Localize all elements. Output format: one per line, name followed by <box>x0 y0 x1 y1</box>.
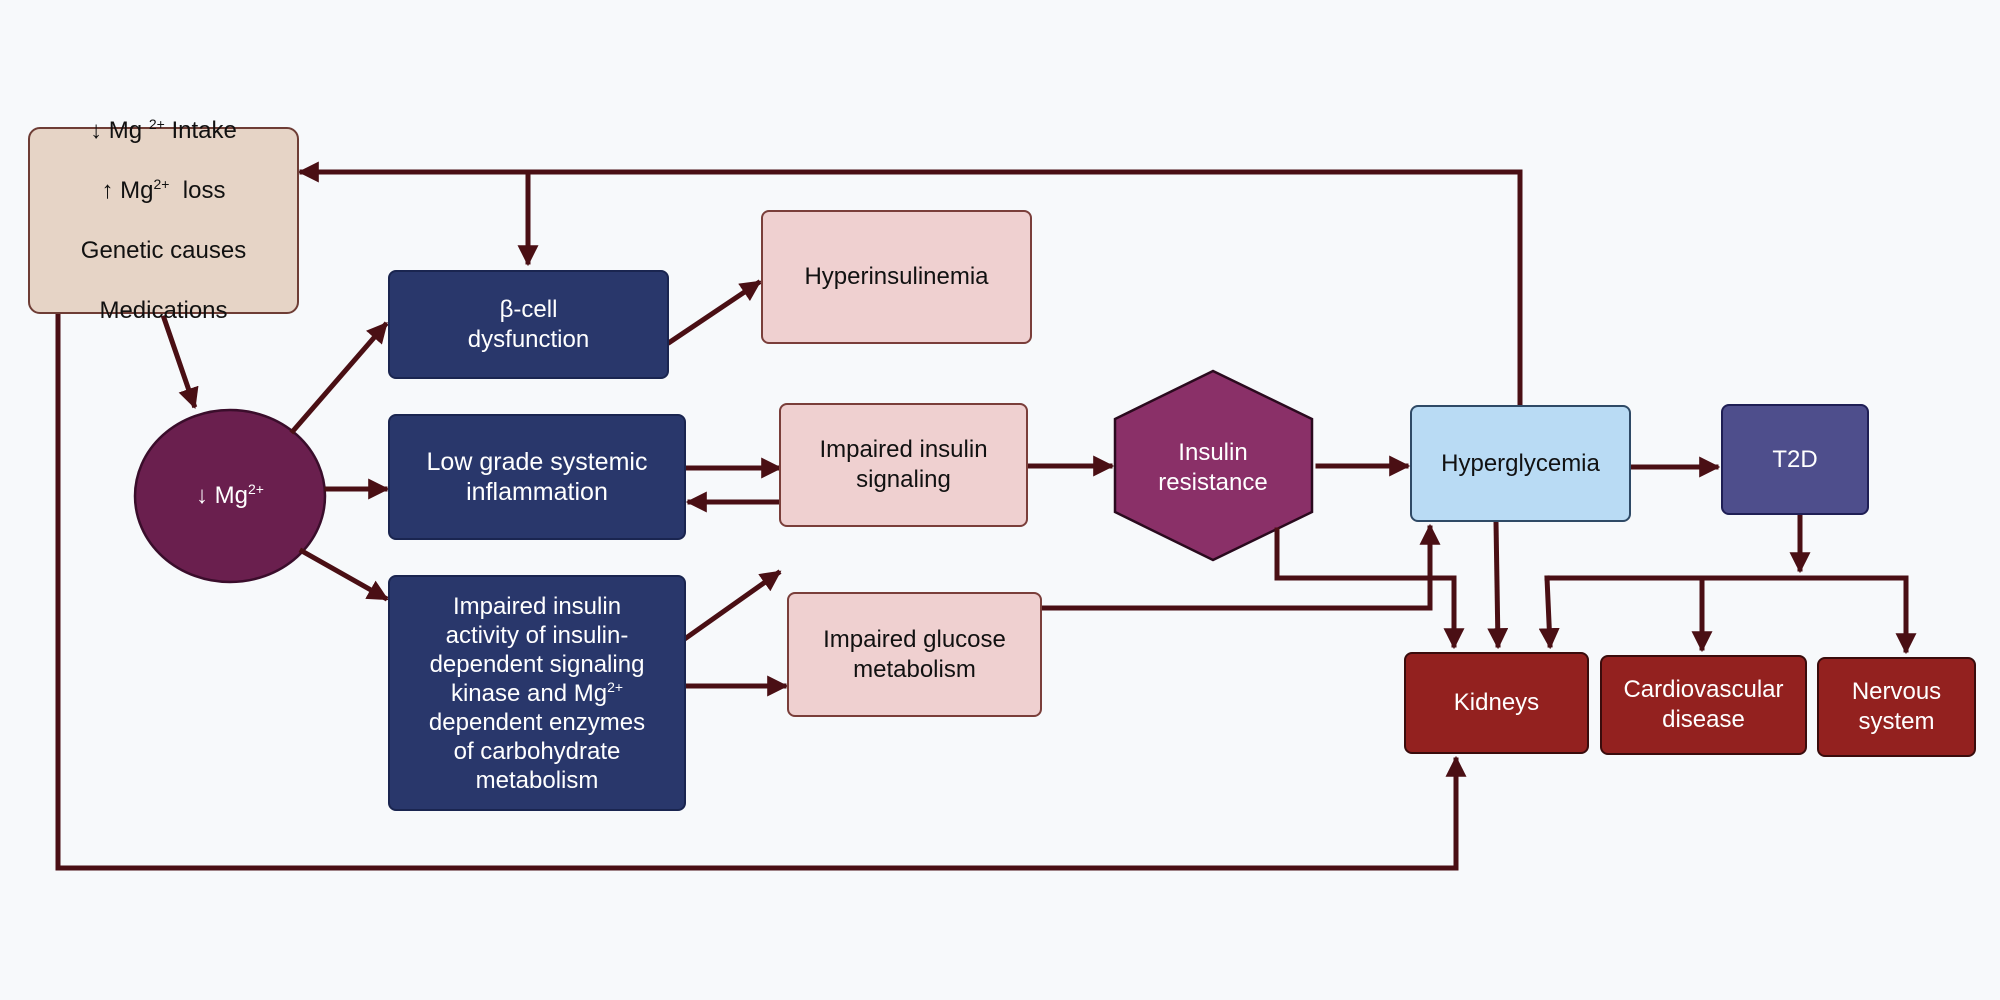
arrow-mg-to-beta-cell <box>289 321 389 435</box>
hyperinsulinemia-label: Hyperinsulinemia <box>804 263 989 290</box>
arrow-hyperglycemia-to-kidneys <box>1487 519 1509 650</box>
arrow-activity-to-signaling <box>682 569 782 642</box>
t2d-label: T2D <box>1772 445 1818 473</box>
kidneys-label: Kidneys <box>1453 689 1540 716</box>
impaired-activity-label: Impaired insulin activity of insulin- de… <box>428 592 646 794</box>
arrow-glucose-to-hyperglycemia <box>1039 523 1441 611</box>
arrow-beta-cell-to-hyperinsulinemia <box>666 279 762 346</box>
causes-line-intake: ↓ Mg 2+ Intake <box>90 115 237 144</box>
mg-circle-shape <box>133 408 327 584</box>
arrow-hyperglycemia-to-causes <box>297 161 1523 407</box>
arrow-bus-to-kidneys <box>1538 575 1560 650</box>
arrow-resistance-to-kidneys <box>1274 527 1465 650</box>
arrow-mg-to-impaired-activity <box>298 547 389 602</box>
insulin-resistance-label: Insulin resistance <box>1158 439 1268 496</box>
inflammation-box: Low grade systemic inflammation <box>388 414 686 540</box>
causes-text: ↓ Mg 2+ Intake ↑ Mg2+ loss Genetic cause… <box>81 86 246 356</box>
impaired-activity-box: Impaired insulin activity of insulin- de… <box>388 575 686 811</box>
impaired-glucose-label: Impaired glucose metabolism <box>823 625 1006 683</box>
arrow-causes-to-kidneys <box>55 312 1467 871</box>
beta-cell-box: β-cell dysfunction <box>388 270 669 379</box>
cardiovascular-box: Cardiovascular disease <box>1600 655 1807 755</box>
mg-label-text: ↓ Mg2+ <box>196 481 264 509</box>
causes-line-loss: ↑ Mg2+ loss <box>101 175 226 204</box>
hyperinsulinemia-box: Hyperinsulinemia <box>761 210 1032 344</box>
impaired-signaling-box: Impaired insulin signaling <box>779 403 1028 527</box>
nervous-label: Nervous system <box>1851 678 1942 735</box>
beta-cell-label: β-cell dysfunction <box>467 295 590 353</box>
mg-circle-label: ↓ Mg2+ <box>140 460 320 532</box>
cardiovascular-label: Cardiovascular disease <box>1623 676 1784 733</box>
insulin-resistance-hexagon <box>1113 369 1314 562</box>
causes-line-genetic: Genetic causes <box>80 236 247 264</box>
arrow-causes-to-mg <box>160 314 199 409</box>
nervous-box: Nervous system <box>1817 657 1976 757</box>
hyperglycemia-label: Hyperglycemia <box>1441 449 1600 477</box>
kidneys-box: Kidneys <box>1404 652 1589 754</box>
causes-line-medications: Medications <box>99 296 228 324</box>
inflammation-label: Low grade systemic inflammation <box>426 448 648 506</box>
impaired-signaling-label: Impaired insulin signaling <box>819 436 988 493</box>
t2d-box: T2D <box>1721 404 1869 515</box>
hyperglycemia-box: Hyperglycemia <box>1410 405 1631 522</box>
causes-box: ↓ Mg 2+ Intake ↑ Mg2+ loss Genetic cause… <box>28 117 299 324</box>
impaired-glucose-box: Impaired glucose metabolism <box>787 592 1042 717</box>
